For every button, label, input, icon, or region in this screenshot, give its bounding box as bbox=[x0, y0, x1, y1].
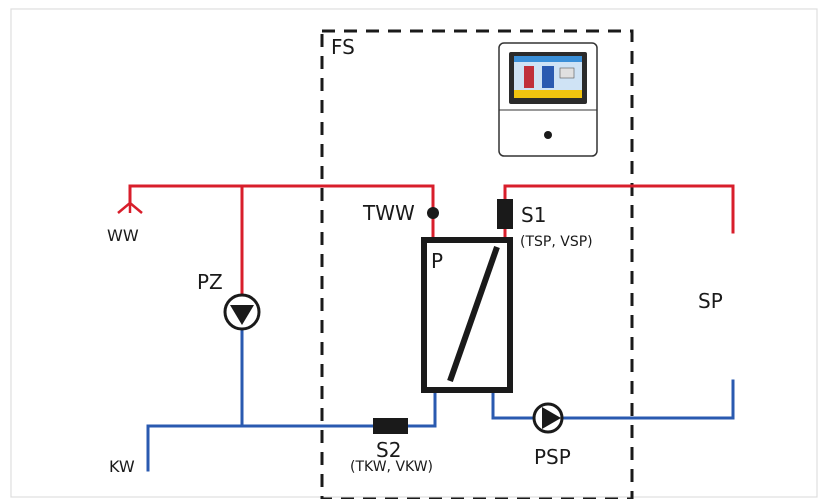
p-label: P bbox=[431, 249, 444, 273]
s2-sensor-icon bbox=[373, 418, 408, 434]
ww-outlet-icon bbox=[117, 202, 143, 214]
pz-pump-icon bbox=[223, 293, 261, 331]
fs-label: FS bbox=[331, 35, 355, 59]
heat-exchanger-icon bbox=[421, 237, 513, 393]
s2-label: S2 bbox=[376, 438, 402, 462]
s1-sensor-icon bbox=[497, 199, 513, 229]
controller-device bbox=[498, 42, 598, 157]
tww-label: TWW bbox=[363, 201, 415, 225]
kw-label: KW bbox=[109, 457, 135, 476]
fs-enclosure bbox=[320, 29, 634, 499]
psp-label: PSP bbox=[534, 445, 571, 469]
cold-water-pipes bbox=[146, 329, 735, 472]
s2-sub-label: (TKW, VKW) bbox=[350, 459, 434, 475]
s1-label: S1 bbox=[521, 203, 547, 227]
s1-sub-label: (TSP, VSP) bbox=[520, 234, 593, 250]
sp-label: SP bbox=[698, 289, 723, 313]
pz-label: PZ bbox=[197, 270, 223, 294]
tww-sensor-icon bbox=[427, 207, 439, 219]
controller-knob bbox=[544, 131, 552, 139]
outer-frame bbox=[10, 8, 818, 498]
psp-pump-icon bbox=[532, 402, 564, 434]
ww-label: WW bbox=[107, 226, 139, 245]
